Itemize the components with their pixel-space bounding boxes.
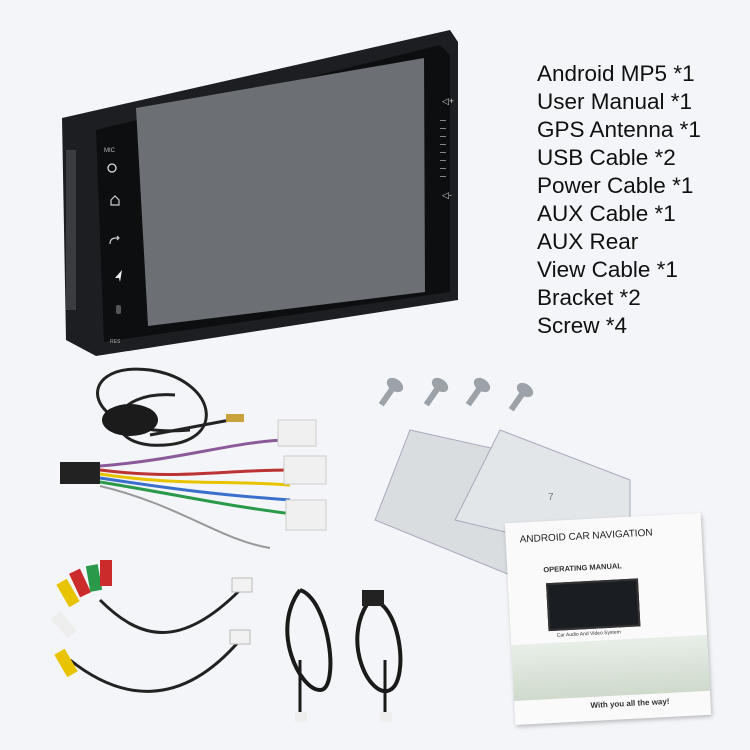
manual-caption: Car Audio And Video System bbox=[556, 629, 621, 639]
list-item: Power Cable *1 bbox=[537, 173, 694, 198]
list-item: GPS Antenna *1 bbox=[537, 117, 701, 142]
navigation-icon[interactable] bbox=[115, 270, 122, 282]
back-icon[interactable] bbox=[109, 235, 120, 245]
manual-slogan: With you all the way! bbox=[590, 696, 670, 711]
manual-title: ANDROID CAR NAVIGATION bbox=[519, 527, 653, 546]
brackets: 7 bbox=[374, 429, 631, 576]
bluetooth-icon[interactable] bbox=[116, 305, 121, 314]
manual-android-image bbox=[511, 634, 710, 702]
manual-screen-image bbox=[546, 578, 641, 632]
user-manual: ANDROID CAR NAVIGATION OPERATING MANUAL … bbox=[504, 513, 712, 725]
bracket-mark: 7 bbox=[548, 492, 554, 503]
manual-subtitle: OPERATING MANUAL bbox=[543, 561, 623, 575]
package-contents-list: Android MP5 *1 User Manual *1 GPS Antenn… bbox=[537, 60, 701, 340]
gps-antenna bbox=[96, 367, 244, 447]
aux-cable bbox=[51, 560, 253, 693]
list-item: Bracket *2 bbox=[537, 285, 641, 310]
list-item: User Manual *1 bbox=[537, 89, 693, 114]
power-cable bbox=[60, 419, 327, 549]
volume-up-icon[interactable]: ◁+ bbox=[442, 96, 454, 106]
head-unit: MIC RES ◁+ ◁- bbox=[62, 30, 458, 356]
power-icon[interactable] bbox=[107, 163, 117, 173]
usb-cable bbox=[285, 588, 403, 722]
list-item: USB Cable *2 bbox=[537, 145, 676, 170]
screen[interactable] bbox=[136, 58, 425, 326]
list-item: Screw *4 bbox=[537, 313, 628, 338]
rst-label: RES bbox=[110, 339, 121, 345]
volume-down-icon[interactable]: ◁- bbox=[442, 190, 452, 200]
list-item: AUX Cable *1 bbox=[537, 201, 676, 226]
home-icon[interactable] bbox=[110, 195, 120, 206]
list-item: View Cable *1 bbox=[537, 257, 678, 282]
screws bbox=[378, 377, 534, 412]
mic-label: MIC bbox=[104, 148, 116, 154]
list-item: AUX Rear bbox=[537, 229, 639, 254]
list-item: Android MP5 *1 bbox=[537, 61, 695, 86]
